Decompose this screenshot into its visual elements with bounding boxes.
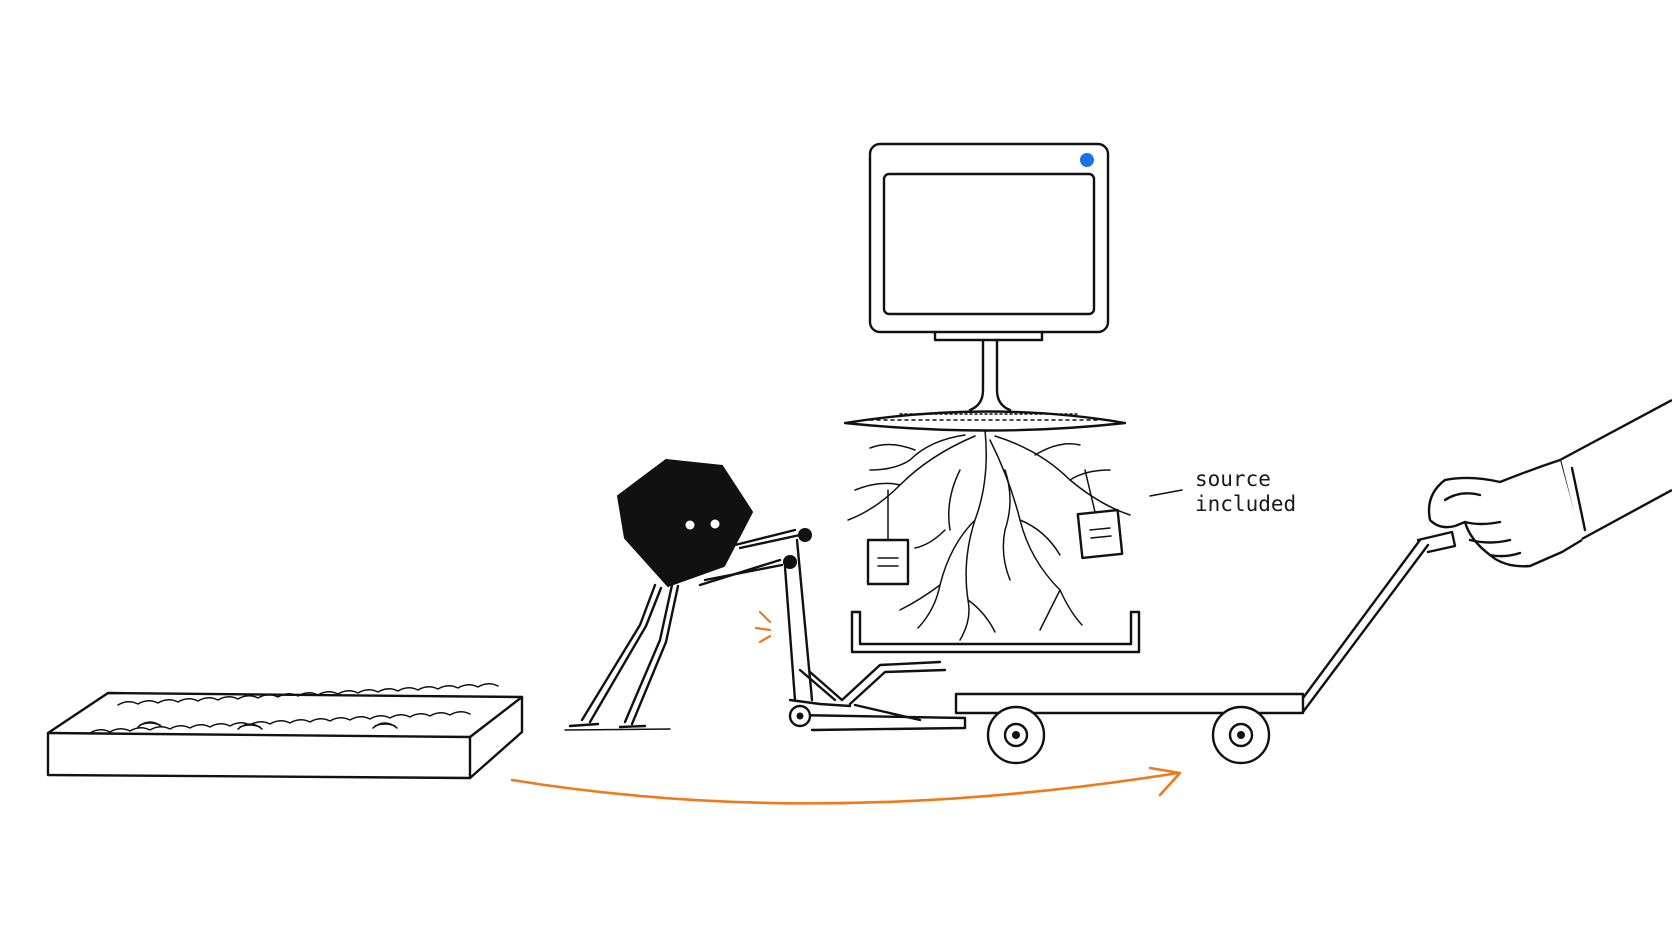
wheel-icon (986, 705, 1046, 765)
annotation-leader-line (1149, 489, 1183, 497)
human-hand-icon (1427, 398, 1672, 568)
source-included-label: source included (1195, 467, 1297, 516)
curved-arrow-icon (510, 766, 1182, 805)
eye-left-icon (685, 520, 695, 530)
eye-right-icon (710, 519, 720, 529)
impact-marks-icon (754, 610, 772, 644)
power-indicator-icon (1080, 153, 1094, 167)
handle-grip-icon (798, 528, 812, 542)
wagon-cart-icon (954, 530, 1457, 765)
tag-icon (1076, 508, 1124, 560)
handle-grip-icon (783, 555, 797, 569)
hand-truck-icon (783, 528, 967, 732)
root-tray-icon (850, 610, 1141, 654)
seed-tray-icon (46, 683, 524, 780)
hexagon-character-icon (564, 458, 802, 731)
wheel-icon (1211, 705, 1271, 765)
monitor-icon (843, 142, 1127, 432)
tag-icon (866, 538, 910, 586)
roots-icon (847, 429, 1131, 641)
